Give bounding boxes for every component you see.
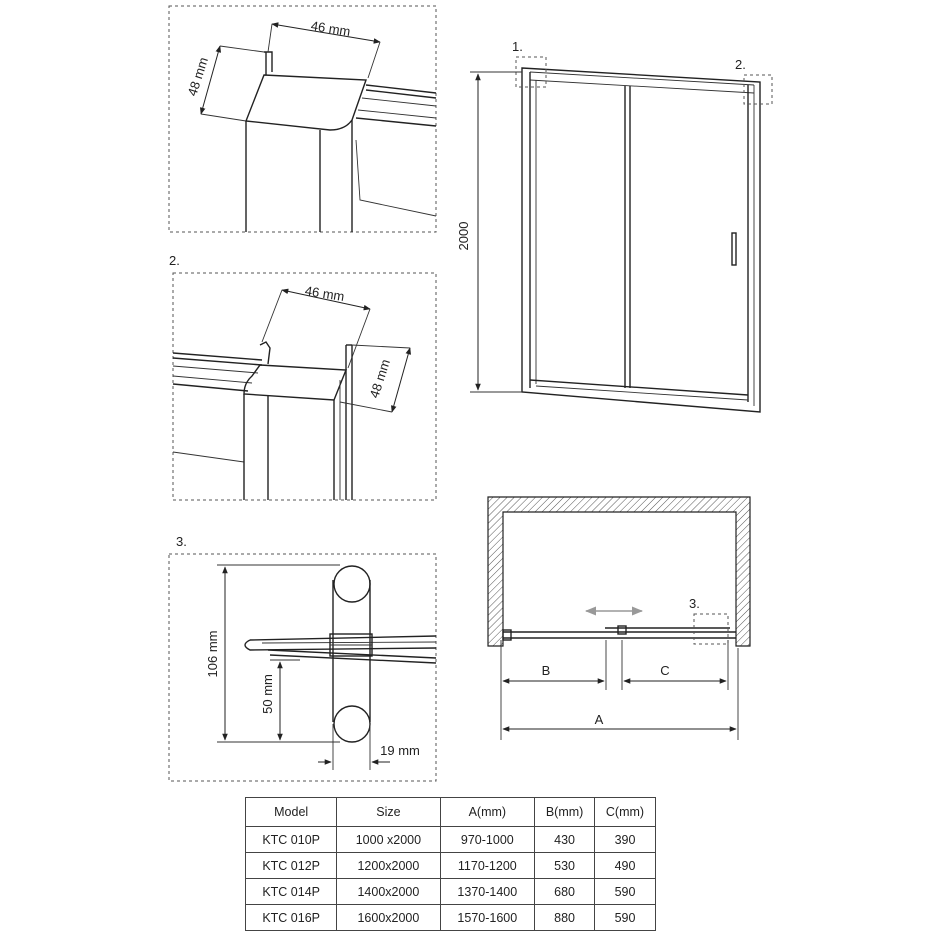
table-row: KTC 016P 1600x2000 1570-1600 880 590	[244, 904, 656, 931]
cell-b: 880	[534, 904, 596, 931]
door-frame	[521, 67, 761, 413]
cell-b: 430	[534, 826, 596, 853]
table-row: KTC 010P 1000 x2000 970-1000 430 390	[244, 826, 656, 853]
profile-cap	[245, 74, 367, 131]
cell-size: 1200x2000	[336, 852, 441, 879]
front-callout-1: 1.	[512, 39, 523, 54]
cell-a: 1570-1600	[439, 904, 536, 931]
cell-c: 490	[594, 852, 656, 879]
table-row: KTC 012P 1200x2000 1170-1200 530 490	[244, 852, 656, 879]
front-height-label: 2000	[456, 222, 471, 251]
specs-table: Model Size A(mm) B(mm) C(mm) KTC 010P 10…	[244, 797, 656, 931]
profile-cap-2	[243, 364, 348, 401]
detail-3: 3. 106 mm 50 mm 19 mm	[168, 534, 437, 782]
detail-1-frame	[168, 5, 437, 233]
front-view: 1. 2. 2000	[456, 39, 773, 413]
detail-3-callout: 3.	[176, 534, 187, 549]
detail-1: 46 mm 48 mm	[168, 5, 437, 233]
plan-callout-3-box	[693, 613, 729, 645]
plan-dim-a-label: A	[595, 712, 604, 727]
header-c: C(mm)	[594, 797, 656, 827]
cell-c: 390	[594, 826, 656, 853]
detail-2-callout: 2.	[169, 253, 180, 268]
detail-3-lower-label: 50 mm	[260, 674, 275, 714]
table-row: KTC 014P 1400x2000 1370-1400 680 590	[244, 878, 656, 905]
cell-a: 1370-1400	[439, 878, 536, 905]
lower-roller	[333, 705, 371, 743]
header-a: A(mm)	[439, 797, 536, 827]
wall-hatch	[487, 496, 751, 647]
cell-a: 970-1000	[439, 826, 536, 853]
cell-model: KTC 016P	[244, 904, 338, 931]
header-b: B(mm)	[534, 797, 596, 827]
detail-2: 2. 46 mm 48 mm	[169, 253, 437, 501]
detail-3-gap-label: 19 mm	[380, 743, 420, 758]
header-model: Model	[244, 797, 338, 827]
cell-a: 1170-1200	[439, 852, 536, 879]
plan-view: 3. B C A	[487, 496, 751, 740]
cell-model: KTC 012P	[244, 852, 338, 879]
plan-dim-c-label: C	[660, 663, 669, 678]
front-callout-2-box	[743, 74, 773, 105]
cell-size: 1000 x2000	[336, 826, 441, 853]
detail-1-width-label: 46 mm	[310, 18, 352, 39]
upper-roller	[333, 565, 371, 603]
header-size: Size	[336, 797, 441, 827]
table-header-row: Model Size A(mm) B(mm) C(mm)	[244, 797, 656, 827]
plan-dim-b-label: B	[542, 663, 551, 678]
cell-c: 590	[594, 878, 656, 905]
detail-2-width-label: 46 mm	[304, 283, 346, 304]
cell-model: KTC 014P	[244, 878, 338, 905]
cell-size: 1400x2000	[336, 878, 441, 905]
plan-callout-3: 3.	[689, 596, 700, 611]
detail-2-depth-label: 48 mm	[366, 357, 393, 399]
detail-3-total-label: 106 mm	[205, 631, 220, 678]
detail-3-frame	[168, 553, 437, 782]
cell-b: 680	[534, 878, 596, 905]
cell-size: 1600x2000	[336, 904, 441, 931]
cell-b: 530	[534, 852, 596, 879]
door-handle	[731, 232, 737, 266]
cell-model: KTC 010P	[244, 826, 338, 853]
cell-c: 590	[594, 904, 656, 931]
front-callout-2: 2.	[735, 57, 746, 72]
detail-2-frame	[172, 272, 437, 501]
